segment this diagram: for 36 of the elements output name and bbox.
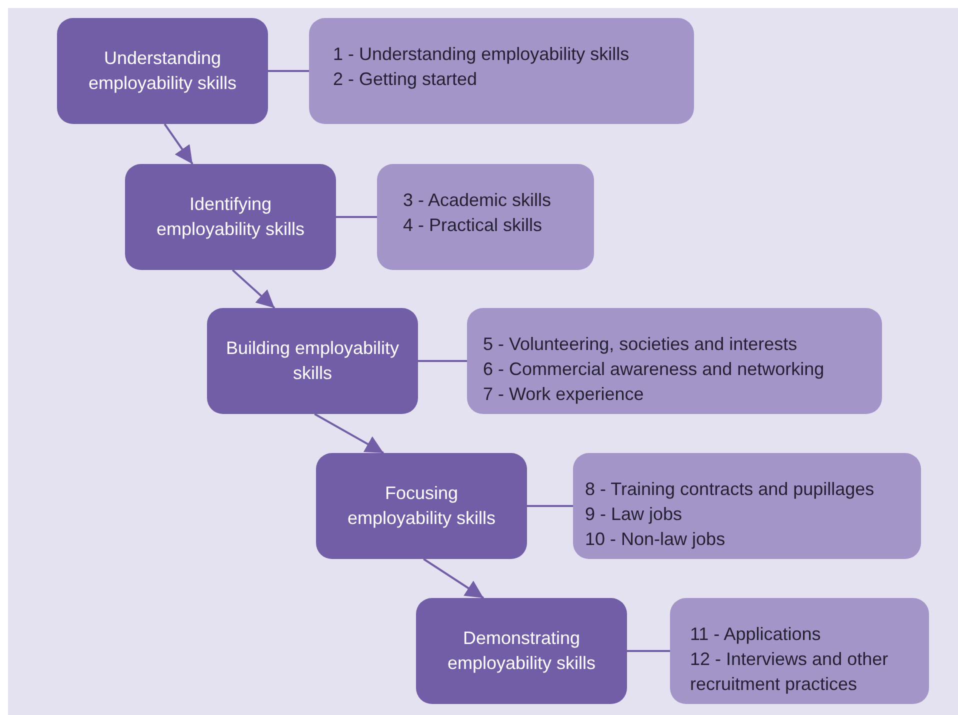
chapter-item: 6 - Commercial awareness and networking xyxy=(483,358,826,381)
connector-line xyxy=(527,505,573,507)
stage-box xyxy=(416,598,627,704)
chapter-list-box xyxy=(377,164,594,270)
stage-label: Identifying employability skills xyxy=(155,193,306,241)
stage-label: Focusing employability skills xyxy=(346,482,497,530)
chapter-list-box xyxy=(467,308,882,414)
stage-label: Demonstrating employability skills xyxy=(446,627,597,675)
chapter-item: 5 - Volunteering, societies and interests xyxy=(483,333,798,356)
arrow xyxy=(164,123,194,165)
stage-label: Understanding employability skills xyxy=(87,47,238,95)
chapter-list-box xyxy=(309,18,694,124)
arrow xyxy=(314,413,384,454)
connector-line xyxy=(336,216,377,218)
stage-box xyxy=(316,453,527,559)
chapter-item: 4 - Practical skills xyxy=(403,214,544,237)
chapter-list-box xyxy=(573,453,921,559)
connector-line xyxy=(627,650,670,652)
stage-box xyxy=(125,164,336,270)
chapter-item: 12 - Interviews and other recruitment practices xyxy=(690,648,890,696)
chapter-item: 10 - Non-law jobs xyxy=(585,528,726,551)
connector-line xyxy=(268,70,309,72)
chapter-item: 8 - Training contracts and pupillages xyxy=(585,478,876,501)
chapter-list-box xyxy=(670,598,929,704)
stage-box xyxy=(57,18,268,124)
chapter-item: 9 - Law jobs xyxy=(585,503,684,526)
stage-box xyxy=(207,308,418,414)
arrow xyxy=(232,269,276,309)
chapter-item: 3 - Academic skills xyxy=(403,189,552,212)
connector-line xyxy=(418,360,467,362)
arrow xyxy=(423,558,484,599)
chapter-item: 2 - Getting started xyxy=(333,68,478,91)
chapter-item: 7 - Work experience xyxy=(483,383,645,406)
chapter-item: 1 - Understanding employability skills xyxy=(333,43,630,66)
chapter-item: 11 - Applications xyxy=(690,623,822,646)
stage-label: Building employability skills xyxy=(224,337,400,385)
